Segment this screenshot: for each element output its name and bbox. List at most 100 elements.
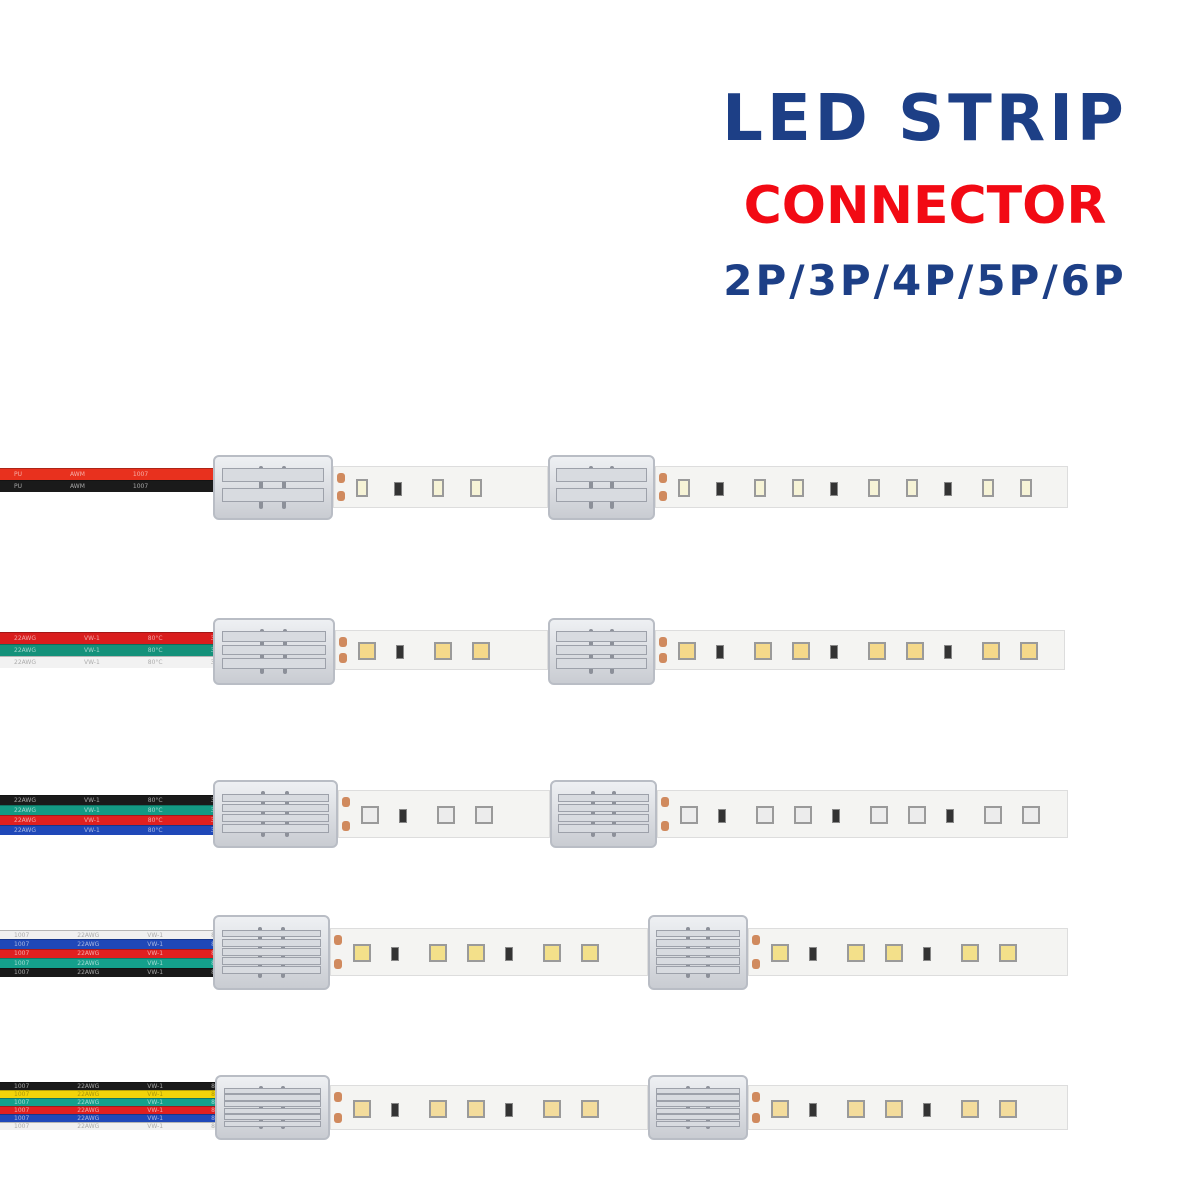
- strip-segment: [748, 1085, 1068, 1130]
- connector-latch: [705, 1085, 710, 1130]
- connector-4p: [213, 780, 338, 848]
- strip-segment: [338, 790, 550, 838]
- connector-4p: [550, 780, 657, 848]
- led-chip: [868, 479, 880, 497]
- wire-print: 80°C: [211, 1083, 215, 1090]
- connector-contact: [223, 1114, 322, 1121]
- led-chip: [906, 479, 918, 497]
- connector-contact: [223, 1107, 322, 1114]
- strip-segment: [330, 928, 648, 976]
- wire-print: 22AWG: [77, 1091, 100, 1098]
- connector-contact: [558, 814, 649, 823]
- solder-pad: [659, 653, 667, 663]
- connector-contact: [223, 1094, 322, 1101]
- wire-print: VW-1: [84, 647, 100, 654]
- led-chip: [543, 1099, 561, 1118]
- connector-contact: [558, 793, 649, 802]
- wire-print: VW-1: [147, 1107, 164, 1114]
- led-chip: [429, 944, 447, 962]
- connector-2p: [213, 455, 333, 520]
- solder-pad: [334, 1113, 342, 1123]
- led-chip: [906, 642, 924, 660]
- led-chip: [543, 944, 561, 962]
- strip-segment: [330, 1085, 648, 1130]
- connector-contact: [655, 947, 741, 956]
- solder-pad: [334, 935, 342, 945]
- wire-print: 22AWG: [77, 1123, 100, 1130]
- solder-pad: [337, 491, 345, 501]
- heading-led-strip: LED STRIP: [722, 82, 1128, 156]
- resistor: [391, 1102, 399, 1117]
- connector-latch: [686, 1085, 691, 1130]
- led-chip: [756, 806, 774, 824]
- wire-bundle-3p: 22AWGVW-180°C300V22AWGVW-180°C300V22AWGV…: [0, 632, 213, 668]
- wire-print: AWM: [70, 471, 85, 478]
- connector-contact: [222, 803, 329, 813]
- connector-latch: [259, 465, 264, 510]
- resistor: [923, 947, 931, 961]
- wire-print: VW-1: [84, 797, 100, 804]
- led-chip: [754, 479, 766, 497]
- led-chip: [429, 1099, 447, 1118]
- wire-print: 300V: [211, 797, 213, 804]
- led-chip: [847, 944, 865, 962]
- connector-contact: [221, 929, 322, 938]
- connector-contact: [655, 966, 741, 974]
- resistor: [718, 809, 726, 823]
- wire-print: VW-1: [147, 941, 164, 949]
- wire-print: VW-1: [84, 807, 100, 814]
- connector-latch: [281, 1085, 286, 1130]
- wire-print: 300V: [211, 817, 213, 824]
- wire-print: VW-1: [147, 1091, 164, 1098]
- wire-print: 300V: [211, 659, 213, 666]
- connector-contact: [221, 467, 325, 483]
- resistor: [923, 1102, 931, 1117]
- connector-contact: [558, 803, 649, 813]
- wire-print: 300V: [211, 647, 213, 654]
- connector-contact: [556, 631, 647, 642]
- connector-contact: [655, 1120, 741, 1127]
- wire-print: VW-1: [84, 817, 100, 824]
- connector-6p: [215, 1075, 330, 1140]
- solder-pad: [334, 959, 342, 969]
- led-chip: [999, 1099, 1017, 1118]
- connector-6p: [648, 1075, 748, 1140]
- wire-print: 80°C: [147, 659, 163, 666]
- wire-print: VW-1: [84, 635, 100, 642]
- solder-pad: [752, 959, 760, 969]
- strip-segment: [333, 466, 548, 508]
- resistor: [716, 645, 724, 659]
- wire-print: 22AWG: [14, 807, 36, 814]
- connector-2p: [548, 455, 655, 520]
- led-chip: [581, 1099, 599, 1118]
- resistor: [830, 645, 838, 659]
- wire-print: 80°C: [147, 827, 163, 834]
- strip-segment: [655, 466, 1068, 508]
- wire-print: 22AWG: [14, 797, 36, 804]
- wire-print: 300V: [211, 807, 213, 814]
- wire-print: 22AWG: [77, 1099, 100, 1106]
- led-chip: [961, 944, 979, 962]
- resistor: [830, 482, 838, 496]
- connector-contact: [655, 1094, 741, 1101]
- wire-print: 1007: [132, 483, 149, 490]
- resistor: [505, 1102, 513, 1117]
- led-chip: [885, 1099, 903, 1118]
- wire-print: 22AWG: [77, 931, 100, 939]
- wire-print: 22AWG: [77, 941, 100, 949]
- wire-bundle-4p: 22AWGVW-180°C300V22AWGVW-180°C300V22AWGV…: [0, 795, 213, 835]
- led-chip: [870, 806, 888, 824]
- wire-print: 1007: [14, 1123, 30, 1130]
- connector-contact: [221, 947, 322, 956]
- led-chip: [432, 479, 444, 497]
